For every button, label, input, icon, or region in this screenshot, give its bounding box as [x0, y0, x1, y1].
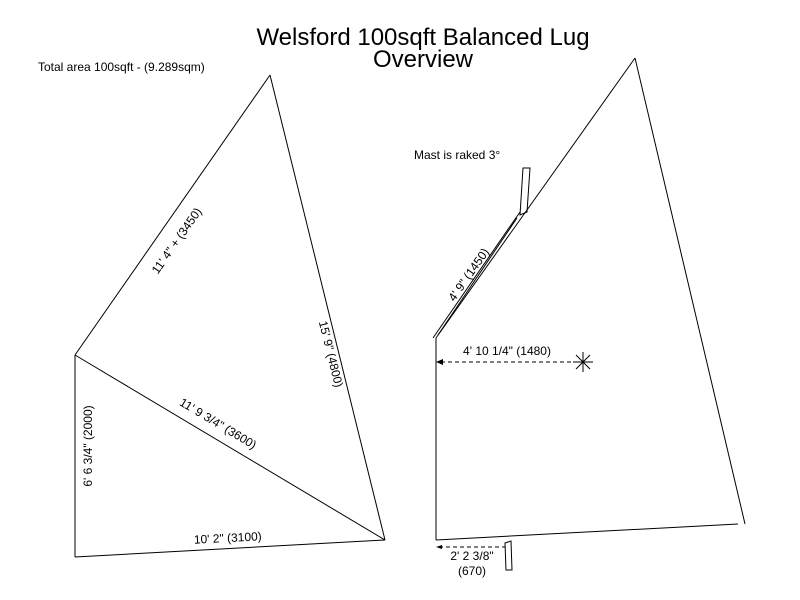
- title-line-1: Welsford 100sqft Balanced Lug: [256, 24, 589, 51]
- total-area-label: Total area 100sqft - (9.289sqm): [38, 60, 205, 74]
- tack-arrowhead: [436, 545, 442, 549]
- left-sail-diagonal-edge: [74, 354, 386, 541]
- left-sail-layout: 11' 4" + (3450) 15' 9" (4800) 6' 6 3/4" …: [74, 74, 386, 558]
- left-sail-leech-label: 15' 9" (4800): [316, 319, 346, 388]
- yard-length-label: 4' 9" (1450): [445, 246, 492, 304]
- yard-outer-line: [437, 217, 518, 336]
- center-of-effort-icon: [573, 352, 593, 372]
- left-sail-leech-edge: [269, 74, 386, 541]
- left-sail-foot-edge: [74, 539, 386, 558]
- left-sail-luff-label: 6' 6 3/4" (2000): [81, 405, 95, 486]
- mast-rake-note: Mast is raked 3°: [414, 148, 500, 162]
- mast-bottom: [504, 540, 513, 571]
- right-sail-layout: Mast is raked 3° 4' 9" (1450) 4' 10 1/4"…: [414, 57, 746, 578]
- left-sail-head-edge: [74, 74, 271, 356]
- mast-top: [519, 167, 531, 216]
- right-sail-head-edge: [435, 57, 636, 339]
- yard-inner-line: [432, 211, 521, 339]
- left-sail-foot-label: 10' 2" (3100): [194, 529, 263, 547]
- right-sail-foot-edge: [435, 523, 739, 541]
- title-line-2: Overview: [373, 46, 474, 73]
- right-sail-leech-edge: [634, 57, 746, 525]
- tack-offset-mm-label: (670): [458, 564, 486, 578]
- ce-arrowhead: [436, 359, 443, 365]
- tack-offset-label: 2' 2 3/8": [450, 549, 493, 563]
- ce-distance-label: 4' 10 1/4" (1480): [463, 344, 551, 358]
- left-sail-head-label: 11' 4" + (3450): [149, 205, 205, 276]
